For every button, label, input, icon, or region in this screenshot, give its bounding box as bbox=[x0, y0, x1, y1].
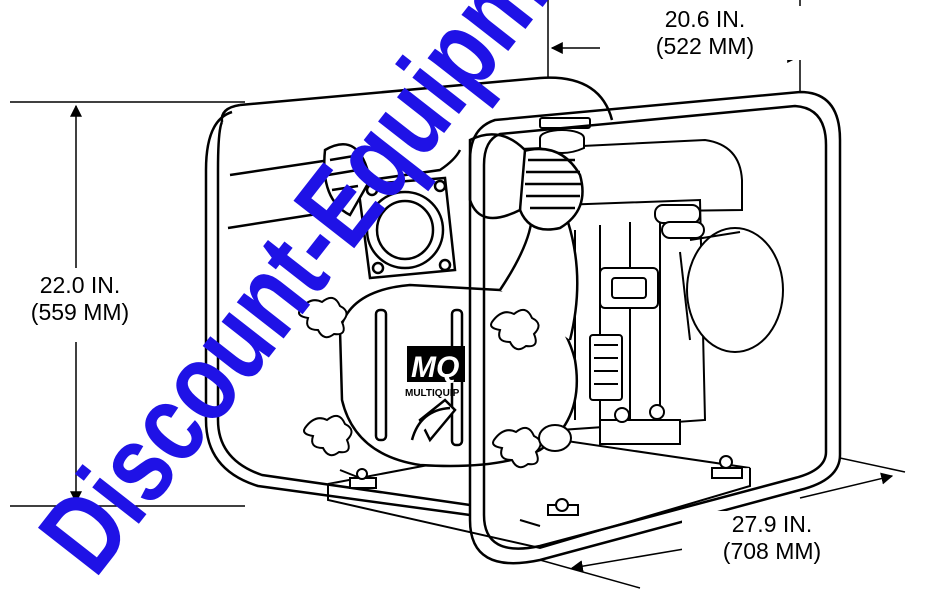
logo-brand: MULTIQUIP bbox=[405, 388, 460, 399]
multiquip-logo: MQ MULTIQUIP bbox=[405, 346, 465, 399]
discharge-port bbox=[323, 143, 462, 280]
width-imperial: 20.6 IN. bbox=[600, 6, 810, 33]
depth-imperial: 27.9 IN. bbox=[682, 511, 862, 538]
height-imperial: 22.0 IN. bbox=[0, 272, 160, 299]
depth-metric: (708 MM) bbox=[682, 538, 862, 565]
height-dimension: 22.0 IN. (559 MM) bbox=[0, 272, 160, 326]
logo-mark: MQ bbox=[411, 351, 459, 384]
width-dimension: 20.6 IN. (522 MM) bbox=[600, 6, 810, 60]
depth-dimension: 27.9 IN. (708 MM) bbox=[682, 511, 862, 565]
height-metric: (559 MM) bbox=[0, 299, 160, 326]
width-metric: (522 MM) bbox=[600, 33, 810, 60]
engine-mounts bbox=[349, 404, 743, 516]
skid-base bbox=[327, 438, 751, 550]
wing-knobs bbox=[298, 296, 572, 469]
